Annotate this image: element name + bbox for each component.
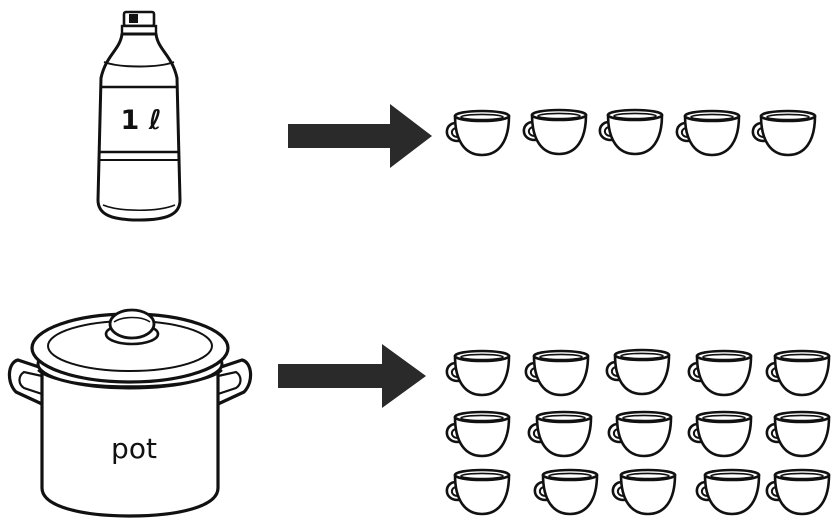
right-arrow-icon [278,344,426,408]
cup-icon [447,111,509,155]
cup-icon [535,470,597,514]
cup-icon [689,412,751,456]
cup-icon [767,351,829,395]
cup-row-3 [447,412,829,456]
pot [9,310,250,516]
cup-icon [689,351,751,395]
pot-label: pot [111,432,157,465]
cup-icon [609,412,671,456]
cup-icon [677,111,739,155]
cup-row-4 [447,470,829,514]
cup-grid [447,350,829,514]
cup-icon [697,470,759,514]
cup-icon [529,412,591,456]
cup-icon [447,351,509,395]
cup-row-2 [447,350,829,395]
cup-icon [767,412,829,456]
cup-icon [613,470,675,514]
cup-icon [753,111,815,155]
cup-icon [607,350,669,394]
bottle-label: 1 ℓ [121,105,162,136]
cup-icon [447,412,509,456]
cup-icon [767,470,829,514]
right-arrow-icon [288,104,432,168]
cup-icon [447,470,509,514]
cup-row-1 [447,110,815,155]
cup-icon [526,351,588,395]
cup-icon [600,110,662,154]
cup-icon [524,110,586,154]
